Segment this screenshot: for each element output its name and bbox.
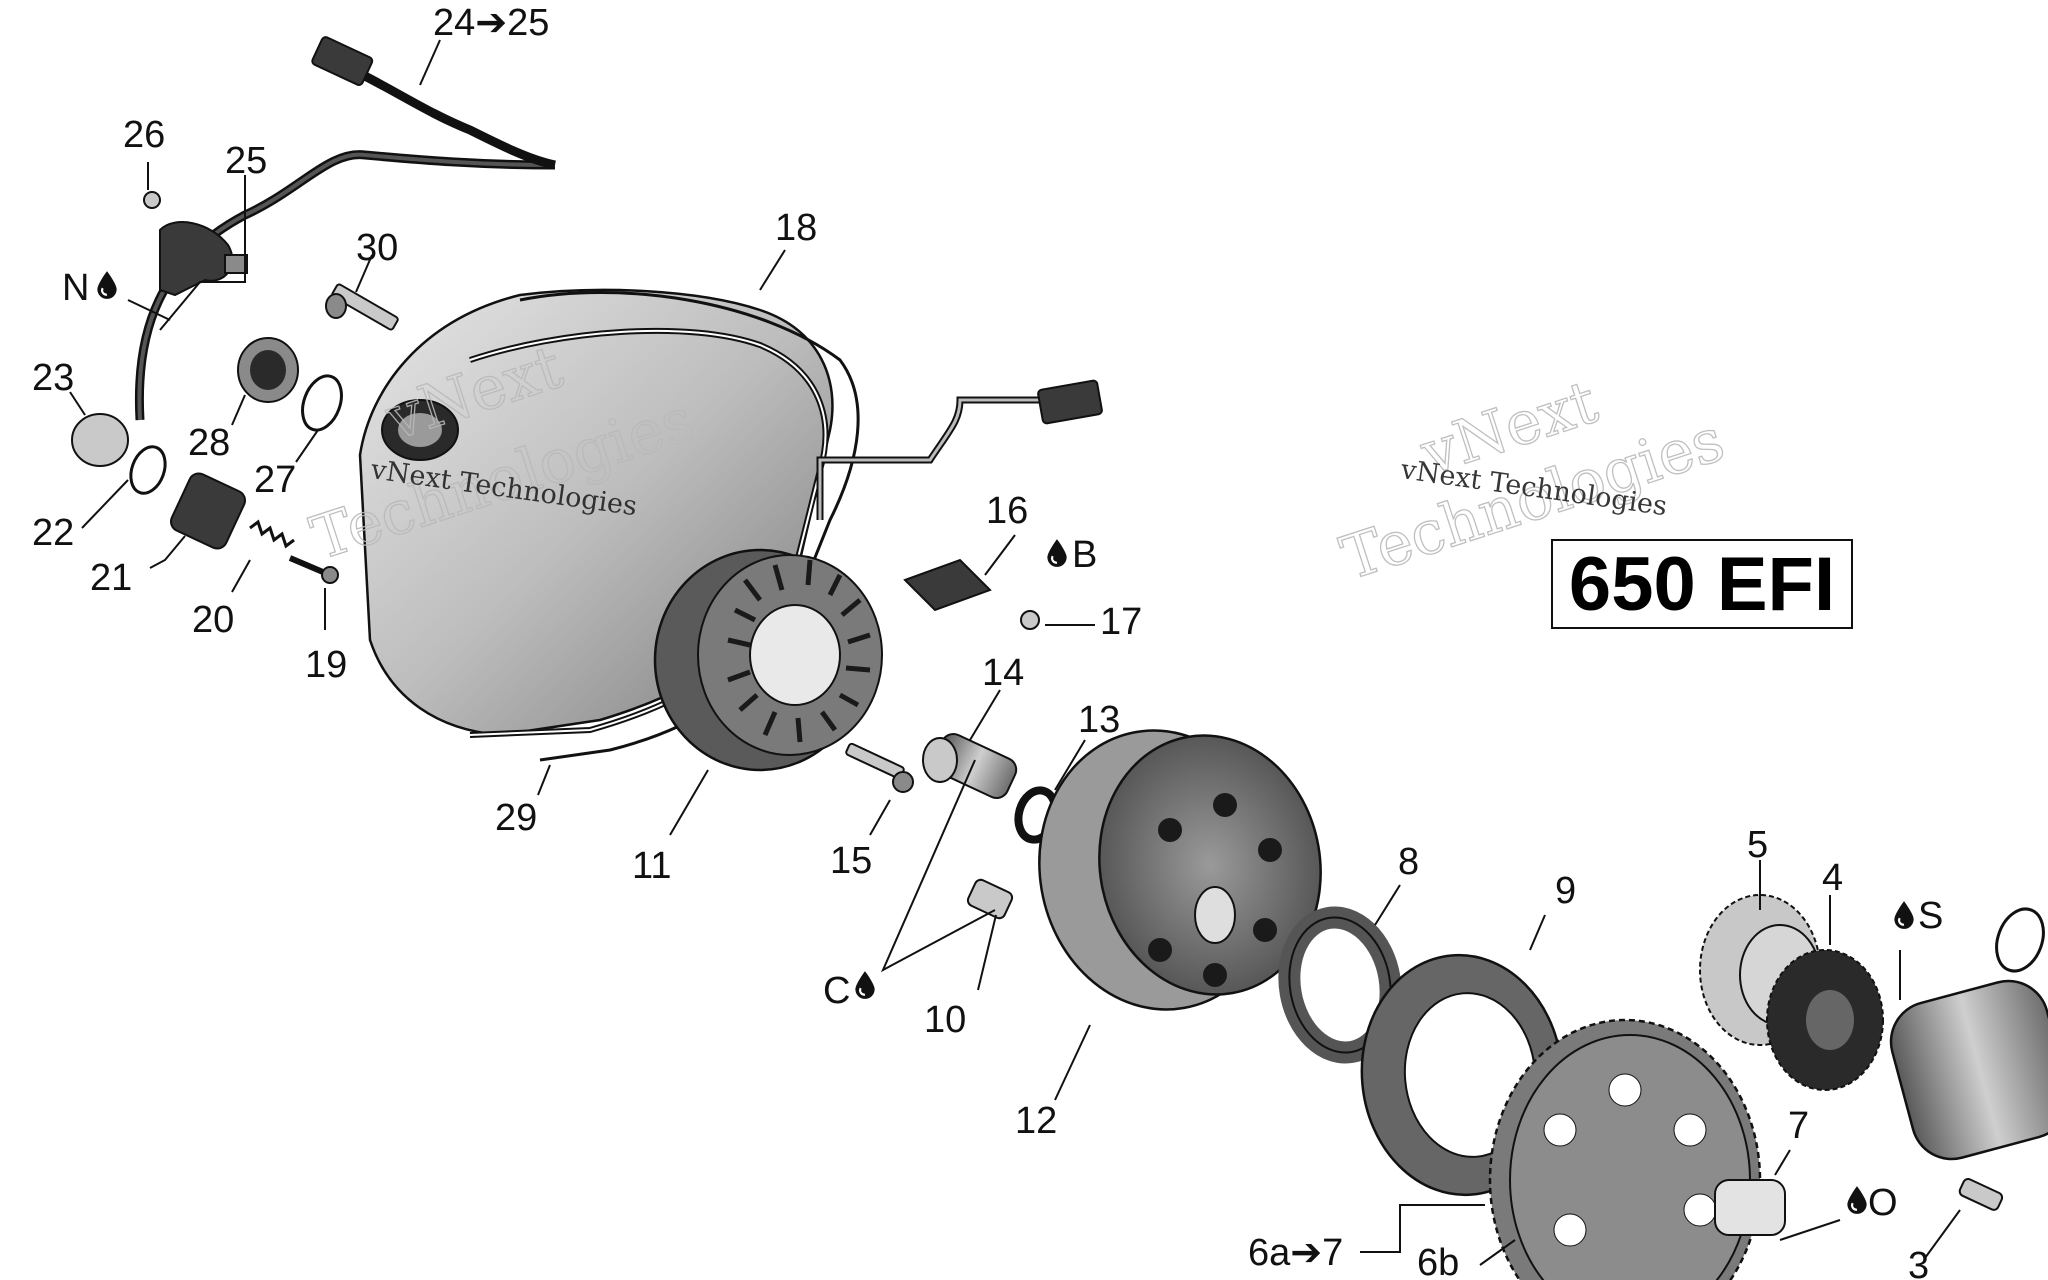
callout-23: 23 <box>32 357 74 399</box>
callout-30: 30 <box>356 227 398 269</box>
gear-train <box>1488 894 2048 1280</box>
callout-6a-7: 6a➔7 <box>1248 1232 1343 1274</box>
lubricant-drop-icon <box>1846 1185 1868 1215</box>
lubricant-drop-icon <box>854 970 876 1000</box>
callout-29: 29 <box>495 797 537 839</box>
callout-B: B <box>1072 534 1097 576</box>
callout-N: N <box>62 267 89 309</box>
callout-21: 21 <box>90 557 132 599</box>
callout-17: 17 <box>1100 601 1142 643</box>
callout-15: 15 <box>830 840 872 882</box>
model-badge-text: 650 EFI <box>1569 542 1835 627</box>
callout-20: 20 <box>192 599 234 641</box>
callout-9: 9 <box>1555 870 1576 912</box>
lubricant-drop-icon <box>1893 900 1915 930</box>
sensor-harness <box>134 36 556 421</box>
callout-8: 8 <box>1398 841 1419 883</box>
fasteners <box>845 733 1060 920</box>
callout-24-25: 24➔25 <box>433 2 549 44</box>
callout-O: O <box>1868 1182 1898 1224</box>
callout-27: 27 <box>254 459 296 501</box>
callout-3: 3 <box>1908 1245 1929 1280</box>
callout-28: 28 <box>188 422 230 464</box>
callout-4: 4 <box>1822 857 1843 899</box>
callout-13: 13 <box>1078 699 1120 741</box>
model-badge: 650 EFI <box>1551 539 1853 629</box>
left-small-parts <box>71 283 399 584</box>
callout-6b: 6b <box>1417 1242 1459 1280</box>
callout-7: 7 <box>1788 1105 1809 1147</box>
lubricant-drop-icon <box>96 270 118 300</box>
callout-18: 18 <box>775 207 817 249</box>
callout-19: 19 <box>305 644 347 686</box>
callout-11: 11 <box>632 845 671 887</box>
stator <box>653 379 1103 772</box>
lubricant-drop-icon <box>1046 538 1068 568</box>
leader-lines <box>69 39 1961 1266</box>
callout-14: 14 <box>982 652 1024 694</box>
callout-S: S <box>1918 895 1943 937</box>
callout-12: 12 <box>1015 1100 1057 1142</box>
callout-22: 22 <box>32 512 74 554</box>
callout-25: 25 <box>225 140 267 182</box>
rotor <box>1038 729 1322 1011</box>
callout-C: C <box>823 970 850 1012</box>
callout-16: 16 <box>986 490 1028 532</box>
callout-26: 26 <box>123 114 165 156</box>
callout-labels: 24➔25 26 25 N 30 18 23 28 27 22 21 20 19… <box>32 2 1943 1280</box>
callout-5: 5 <box>1747 824 1768 866</box>
callout-10: 10 <box>924 999 966 1041</box>
